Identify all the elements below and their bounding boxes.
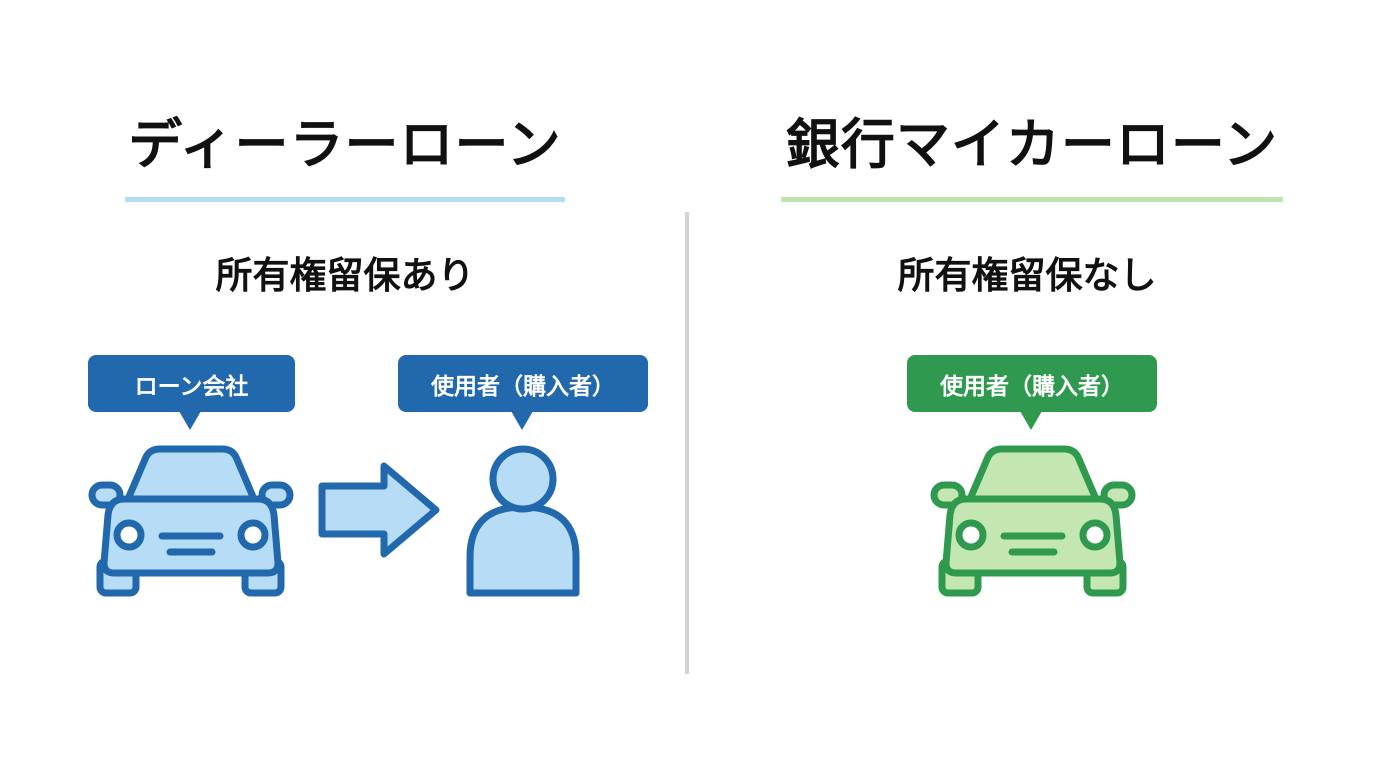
arrow-right-icon xyxy=(318,462,440,558)
loan-company-label: ローン会社 xyxy=(88,355,295,412)
user-label: 使用者（購入者） xyxy=(398,355,648,412)
car-icon xyxy=(930,445,1136,597)
left-title-underline xyxy=(125,197,565,202)
person-icon xyxy=(466,445,580,597)
right-panel-subtitle: 所有権留保なし xyxy=(897,254,1157,297)
left-panel-subtitle: 所有権留保あり xyxy=(215,254,475,297)
loan-company-label-text: ローン会社 xyxy=(134,373,249,400)
user-label-text: 使用者（購入者） xyxy=(431,373,615,400)
user-label-pointer xyxy=(511,411,533,430)
user-label-green-pointer xyxy=(1020,411,1042,430)
loan-company-label-pointer xyxy=(179,411,201,430)
right-title-underline xyxy=(781,197,1283,202)
car-icon xyxy=(88,445,294,597)
right-panel-title: 銀行マイカーローン xyxy=(785,113,1279,176)
user-label-green-text: 使用者（購入者） xyxy=(940,373,1124,400)
user-label-green: 使用者（購入者） xyxy=(907,355,1157,412)
left-panel-title: ディーラーローン xyxy=(128,113,562,176)
panel-divider xyxy=(685,212,689,674)
